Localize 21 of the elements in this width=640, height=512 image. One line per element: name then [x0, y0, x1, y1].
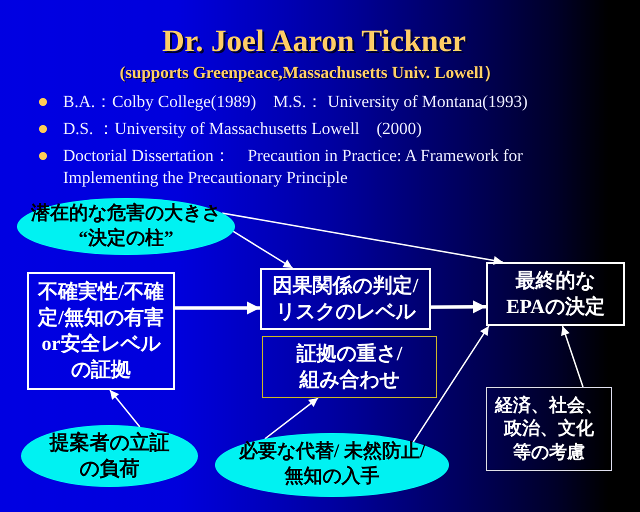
- text-box: 経済、社会、政治、文化等の考慮: [486, 387, 612, 471]
- arrow: [109, 390, 140, 428]
- text-box: 因果関係の判定/リスクのレベル: [260, 268, 431, 330]
- arrow: [430, 300, 486, 314]
- arrow: [264, 397, 318, 440]
- title: Dr. Joel Aaron Tickner: [162, 24, 466, 58]
- arrow: [232, 230, 293, 269]
- text-box: 証拠の重さ/組み合わせ: [262, 336, 437, 398]
- text-box: 不確実性/不確定/無知の有害or安全レベルの証拠: [27, 272, 175, 390]
- bullet-text: Doctorial Dissertation： Precaution in Practice: A Framework for Implementing the Precautionary Principle: [63, 145, 524, 189]
- arrow: [412, 326, 490, 442]
- arrow: [175, 302, 260, 314]
- ellipse: 潜在的な危害の大きさ“決定の柱”: [17, 198, 235, 255]
- bullet-text: D.S. ：University of Massachusetts Lowell (2000): [63, 118, 423, 140]
- subtitle: (supports Greenpeace,Massachusetts Univ. Lowell）: [120, 63, 500, 84]
- bullet-text: B.A.：Colby College(1989) M.S.： University of Montana(1993): [63, 91, 529, 113]
- text-box: 最終的なEPAの決定: [486, 262, 625, 326]
- ellipse: 必要な代替/ 未然防止/無知の入手: [215, 433, 449, 497]
- ellipse: 提案者の立証の負荷: [21, 425, 198, 487]
- arrow: [222, 212, 503, 265]
- arrow: [561, 326, 584, 388]
